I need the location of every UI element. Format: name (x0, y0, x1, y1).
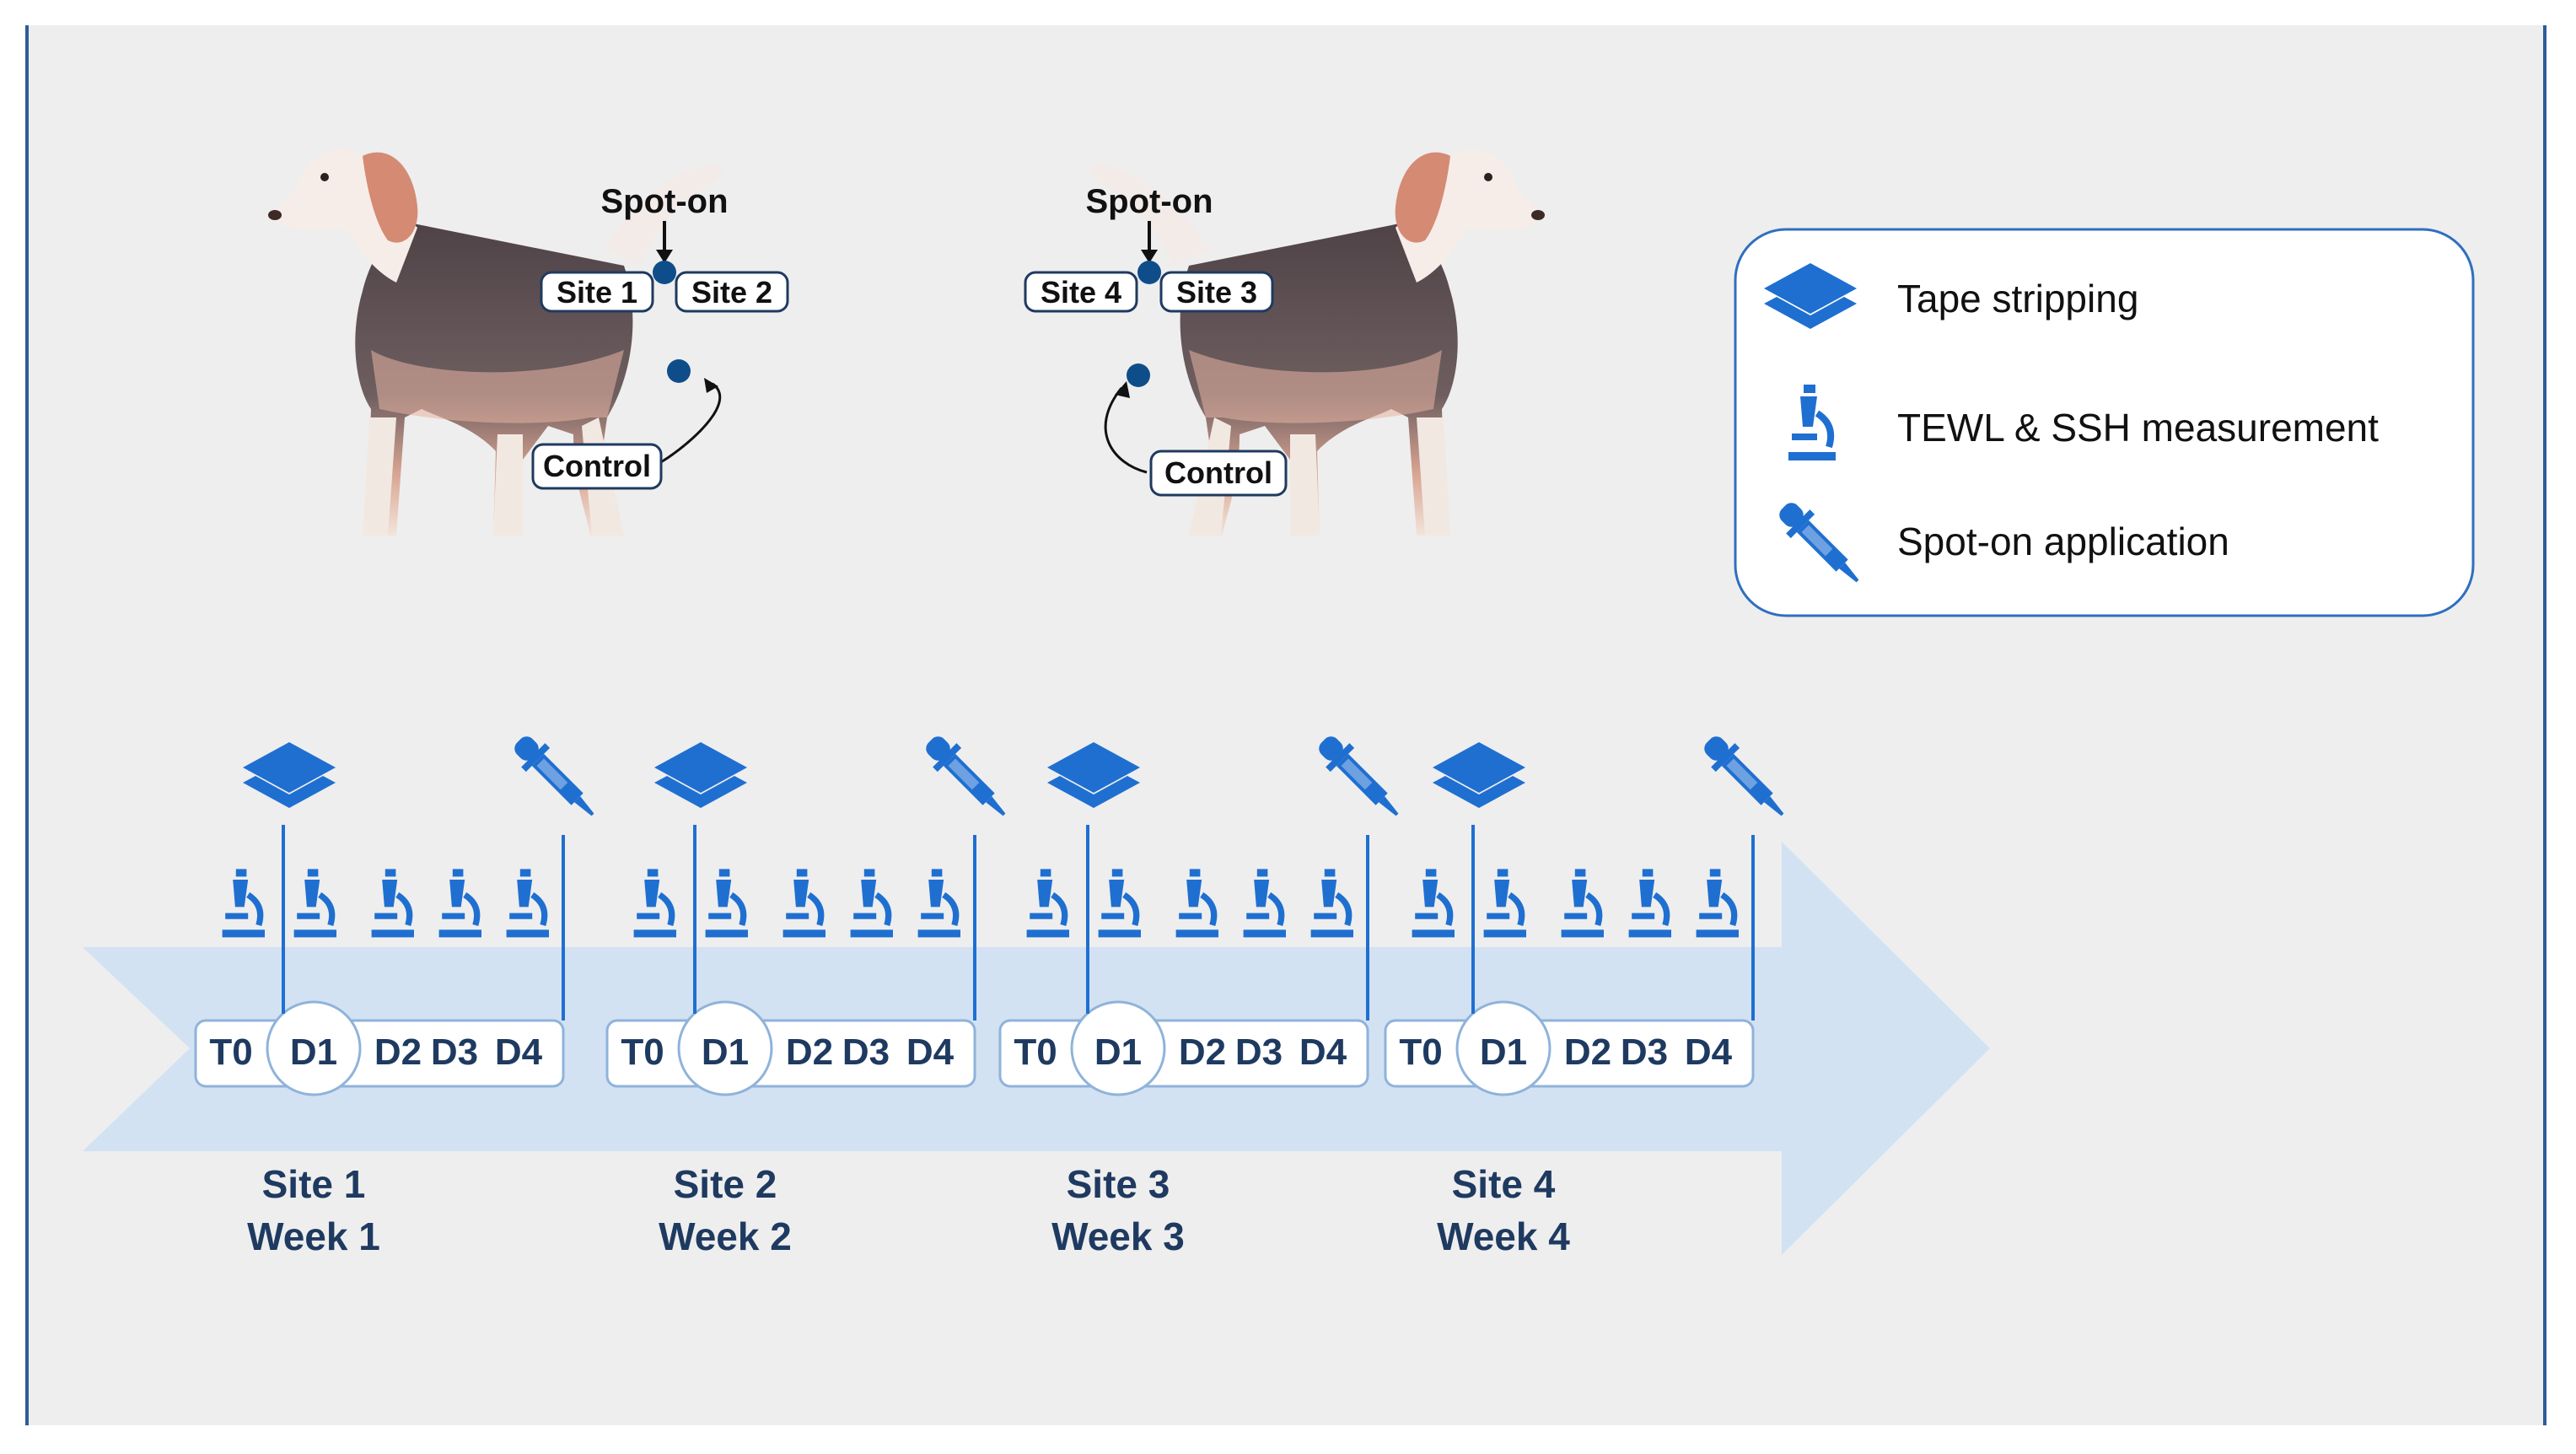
left-control-arrow (657, 382, 722, 466)
day-label-d4: D4 (495, 1031, 543, 1073)
day-label-t0: T0 (209, 1031, 252, 1073)
legend-spot-on-application: Spot-on application (1897, 520, 2229, 563)
left-control-dot (667, 359, 691, 383)
legend-tewl-ssh: TEWL & SSH measurement (1897, 406, 2379, 450)
right-dog: Spot-on Site 4 Site 3 Control (1024, 149, 1545, 536)
right-spot-on-dot (1137, 261, 1161, 284)
right-site4-label: Site 4 (1041, 275, 1121, 310)
site-label: Site 1 (262, 1162, 366, 1206)
day-label-d4: D4 (1299, 1031, 1347, 1073)
day-label-d1: D1 (290, 1031, 337, 1073)
right-site4-tag (1024, 271, 1138, 313)
d1-circle (1070, 1000, 1166, 1096)
day-label-d2: D2 (786, 1031, 833, 1073)
day-label-d2: D2 (1564, 1031, 1611, 1073)
right-control-arrow (1104, 387, 1148, 474)
week-label: Week 4 (1437, 1214, 1570, 1258)
day-label-t0: T0 (1399, 1031, 1442, 1073)
left-control-tag (531, 443, 663, 490)
legend-tape-stripping: Tape stripping (1897, 277, 2138, 320)
day-label-d3: D3 (842, 1031, 890, 1073)
week-label: Week 1 (247, 1214, 380, 1258)
site-label: Site 4 (1452, 1162, 1556, 1206)
day-label-t0: T0 (621, 1031, 664, 1073)
left-spot-on-arrowhead (656, 250, 673, 263)
right-control-tag (1149, 450, 1288, 497)
d1-circle (677, 1000, 773, 1096)
day-label-d4: D4 (1685, 1031, 1733, 1073)
day-label-d3: D3 (1235, 1031, 1283, 1073)
day-label-d1: D1 (702, 1031, 749, 1073)
right-control-arrowhead (1115, 381, 1130, 398)
day-label-d1: D1 (1094, 1031, 1142, 1073)
day-label-t0: T0 (1014, 1031, 1057, 1073)
right-spot-on-arrowhead (1141, 250, 1158, 263)
left-spot-on-dot (653, 261, 676, 284)
legend: Tape stripping TEWL & SSH measurement Sp… (1734, 228, 2475, 617)
left-site1-label: Site 1 (557, 275, 637, 310)
right-site3-tag (1159, 271, 1274, 313)
right-control-label: Control (1164, 455, 1272, 490)
right-control-dot (1127, 364, 1150, 387)
legend-box (1734, 228, 2475, 617)
left-control-arrowhead (704, 378, 718, 393)
d1-circle (1455, 1000, 1552, 1096)
left-spot-on-label: Spot-on (600, 183, 728, 220)
day-label-d1: D1 (1480, 1031, 1527, 1073)
site-label: Site 2 (674, 1162, 777, 1206)
site-label: Site 3 (1067, 1162, 1170, 1206)
week-label: Week 2 (659, 1214, 792, 1258)
right-site3-label: Site 3 (1176, 275, 1257, 310)
left-site2-tag (675, 271, 789, 313)
day-label-d2: D2 (1179, 1031, 1226, 1073)
day-label-d3: D3 (1621, 1031, 1668, 1073)
week-label: Week 3 (1051, 1214, 1185, 1258)
left-site2-label: Site 2 (691, 275, 772, 310)
day-label-d2: D2 (374, 1031, 422, 1073)
day-label-d4: D4 (906, 1031, 955, 1073)
left-control-label: Control (543, 449, 651, 483)
day-label-d3: D3 (431, 1031, 478, 1073)
d1-circle (266, 1000, 362, 1096)
right-spot-on-label: Spot-on (1085, 183, 1213, 220)
left-site1-tag (540, 271, 654, 313)
left-dog: Spot-on Site 1 Site 2 Control (268, 149, 789, 536)
